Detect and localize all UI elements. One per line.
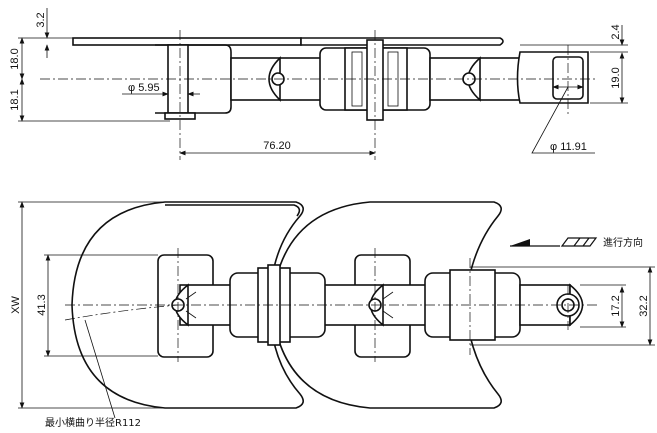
top-plate-left	[71, 201, 304, 409]
plan-view: XW 41.3 最小横曲り半径R112 17.2 32.2 進行方向	[10, 201, 655, 429]
dim-pin-diameter: φ 5.95	[128, 82, 160, 94]
dim-17-2: 17.2	[610, 295, 622, 316]
direction-label: 進行方向	[603, 236, 643, 249]
dim-32-2: 32.2	[638, 295, 650, 316]
dim-2-4: 2.4	[610, 24, 622, 39]
dim-19-0: 19.0	[610, 67, 622, 88]
dim-pitch: 76.20	[263, 140, 291, 152]
dim-xw: XW	[10, 296, 22, 314]
dim-roller-diameter: φ 11.91	[550, 141, 587, 153]
dim-18-1: 18.1	[9, 89, 21, 110]
dim-41-3: 41.3	[36, 294, 48, 315]
dim-3-2: 3.2	[35, 12, 47, 27]
direction-arrow-icon	[510, 237, 598, 247]
top-plate-left	[72, 37, 302, 46]
side-view: 18.0 18.1 3.2 φ 5.95 76.20 2.4 19.0 φ 11…	[9, 8, 628, 160]
top-plate-right	[300, 37, 504, 46]
dim-18-0: 18.0	[9, 48, 21, 69]
bend-radius-note: 最小横曲り半径R112	[45, 416, 141, 429]
